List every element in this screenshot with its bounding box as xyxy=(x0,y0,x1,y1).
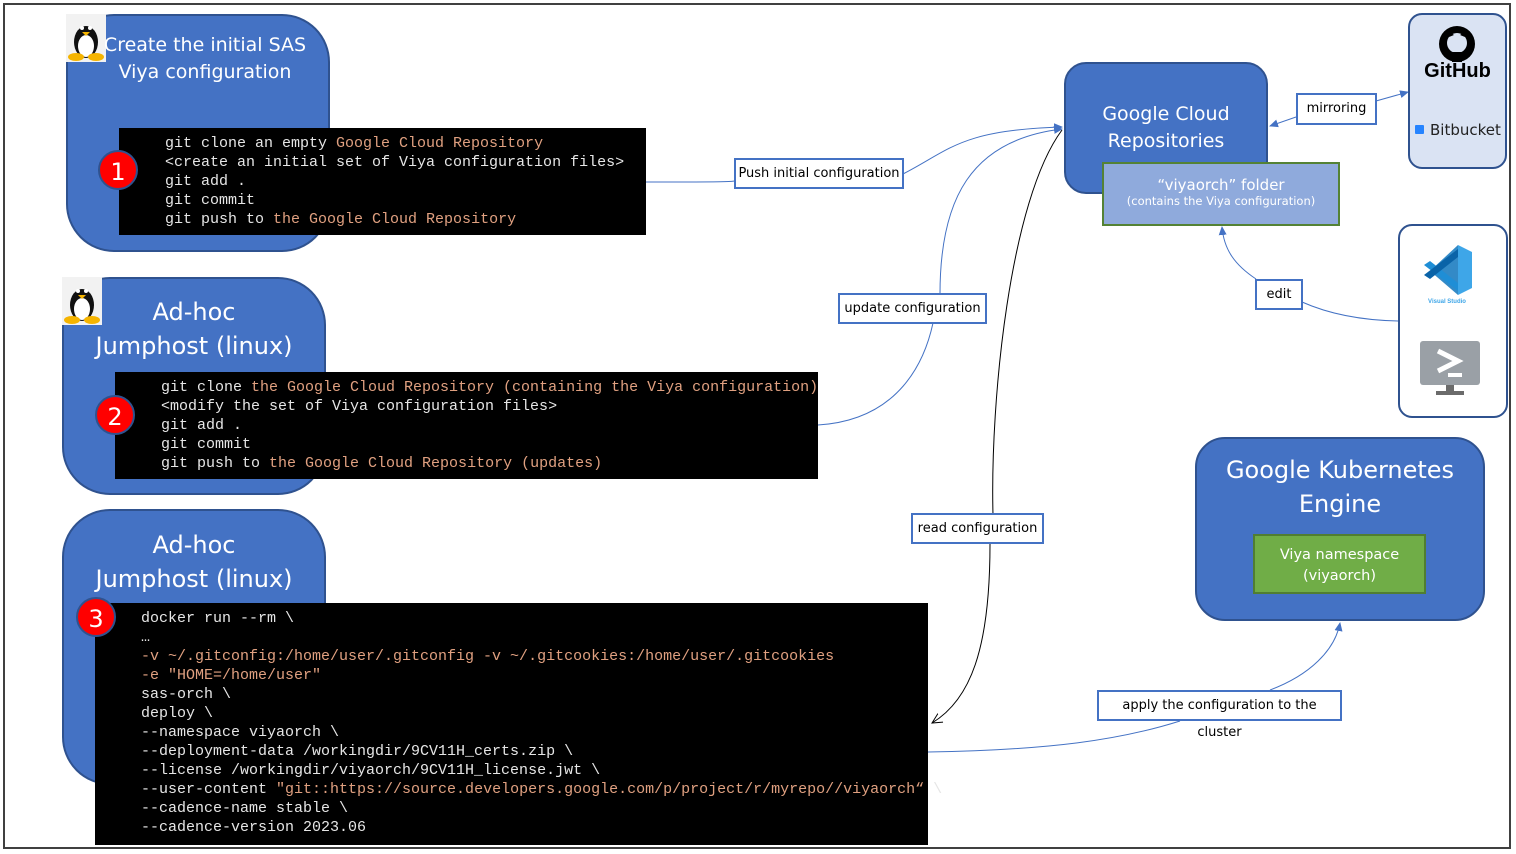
code-line: --namespace viyaorch \ xyxy=(141,723,928,742)
code-line: git clone the Google Cloud Repository (c… xyxy=(161,378,818,397)
code-line: git push to the Google Cloud Repository xyxy=(165,210,646,229)
step1-title-line2: Viya configuration xyxy=(118,61,292,83)
code-line: git add . xyxy=(161,416,818,435)
namespace-line2: (viyaorch) xyxy=(1302,568,1377,584)
code-text: git add . xyxy=(161,417,243,434)
folder-subtitle: (contains the Viya configuration) xyxy=(1126,194,1316,208)
code-line: git commit xyxy=(165,191,646,210)
code-highlight: -e "HOME=/home/user" xyxy=(141,667,322,684)
namespace-line1: Viya namespace xyxy=(1279,547,1400,563)
code-line: -e "HOME=/home/user" xyxy=(141,666,928,685)
gke-title-line1: Google Kubernetes xyxy=(1225,456,1455,484)
code-text: git commit xyxy=(165,192,256,209)
viya-namespace-box: Viya namespace (viyaorch) xyxy=(1253,534,1426,594)
linux-tux-icon xyxy=(62,277,102,325)
step2-code-block: git clone the Google Cloud Repository (c… xyxy=(115,372,818,479)
code-highlight: the Google Cloud Repository (containing … xyxy=(251,379,819,396)
code-line: -v ~/.gitconfig:/home/user/.gitconfig -v… xyxy=(141,647,928,666)
repo-title-line1: Google Cloud xyxy=(1102,103,1230,125)
code-line: --cadence-version 2023.06 xyxy=(141,818,928,837)
code-line: git add . xyxy=(165,172,646,191)
code-text: docker run --rm \ xyxy=(141,610,295,627)
folder-title: “viyaorch” folder xyxy=(1157,176,1285,194)
gke-title: Google Kubernetes Engine xyxy=(1195,453,1485,521)
step1-title-line1: Create the initial SAS xyxy=(103,34,307,56)
step2-title-line1: Ad-hoc xyxy=(152,298,236,326)
code-text: git push to xyxy=(161,455,270,472)
code-text: git push to xyxy=(165,211,274,228)
github-label: GitHub xyxy=(1424,60,1491,82)
edit-label: edit xyxy=(1255,279,1303,310)
code-text: --namespace viyaorch \ xyxy=(141,724,340,741)
code-text: <create an initial set of Viya configura… xyxy=(165,154,625,171)
viyaorch-folder-box: “viyaorch” folder (contains the Viya con… xyxy=(1102,162,1340,226)
diagram-frame xyxy=(3,3,1511,849)
code-line: deploy \ xyxy=(141,704,928,723)
update-configuration-label: update configuration xyxy=(838,293,987,324)
code-line: <create an initial set of Viya configura… xyxy=(165,153,646,172)
code-line: --license /workingdir/viyaorch/9CV11H_li… xyxy=(141,761,928,780)
code-text: \ xyxy=(924,781,943,798)
code-line: --cadence-name stable \ xyxy=(141,799,928,818)
step1-code-block: git clone an empty Google Cloud Reposito… xyxy=(119,128,646,235)
code-line: <modify the set of Viya configuration fi… xyxy=(161,397,818,416)
mirroring-label: mirroring xyxy=(1296,93,1377,125)
step3-badge: 3 xyxy=(76,597,116,637)
linux-tux-icon xyxy=(66,14,106,62)
read-configuration-label: read configuration xyxy=(911,513,1044,544)
bitbucket-icon xyxy=(1415,125,1424,134)
code-line: sas-orch \ xyxy=(141,685,928,704)
step1-title: Create the initial SAS Viya configuratio… xyxy=(100,32,310,86)
code-text: --deployment-data /workingdir/9CV11H_cer… xyxy=(141,743,574,760)
code-line: git clone an empty Google Cloud Reposito… xyxy=(165,134,646,153)
repo-title-line2: Repositories xyxy=(1107,130,1225,152)
code-text: git clone xyxy=(161,379,252,396)
code-line: --user-content "git::https://source.deve… xyxy=(141,780,942,799)
code-text: … xyxy=(141,629,151,646)
code-line: git commit xyxy=(161,435,818,454)
code-line: git push to the Google Cloud Repository … xyxy=(161,454,818,473)
code-line: docker run --rm \ xyxy=(141,609,928,628)
step1-badge: 1 xyxy=(98,150,138,190)
gke-title-line2: Engine xyxy=(1298,490,1382,518)
code-highlight: -v ~/.gitconfig:/home/user/.gitconfig -v… xyxy=(141,648,835,665)
code-text: git add . xyxy=(165,173,247,190)
push-initial-label: Push initial configuration xyxy=(734,158,904,189)
code-text: deploy \ xyxy=(141,705,214,722)
bitbucket-label: Bitbucket xyxy=(1430,121,1501,139)
code-text: --cadence-name stable \ xyxy=(141,800,349,817)
code-highlight: "git::https://source.developers.google.c… xyxy=(276,781,925,798)
terminal-icon xyxy=(1420,341,1480,402)
github-octocat-icon xyxy=(1437,24,1477,69)
vscode-icon xyxy=(1424,245,1472,300)
apply-configuration-label: apply the configuration to the cluster xyxy=(1097,690,1342,740)
vscode-label: Visual Studio xyxy=(1428,299,1466,305)
code-text: git clone an empty xyxy=(165,135,337,152)
code-text: git commit xyxy=(161,436,252,453)
code-text: --cadence-version 2023.06 xyxy=(141,819,367,836)
step2-title: Ad-hoc Jumphost (linux) xyxy=(80,295,308,363)
step3-title: Ad-hoc Jumphost (linux) xyxy=(80,528,308,596)
step2-badge: 2 xyxy=(95,395,135,435)
step3-code-block: docker run --rm \ … -v ~/.gitconfig:/home/… xyxy=(95,603,942,845)
code-line: … xyxy=(141,628,928,647)
code-highlight: the Google Cloud Repository xyxy=(273,211,517,228)
code-text: --user-content xyxy=(141,781,277,798)
step3-title-line2: Jumphost (linux) xyxy=(95,565,293,593)
code-highlight: the Google Cloud Repository (updates) xyxy=(269,455,603,472)
code-line: --deployment-data /workingdir/9CV11H_cer… xyxy=(141,742,928,761)
step3-title-line1: Ad-hoc xyxy=(152,531,236,559)
code-text: sas-orch \ xyxy=(141,686,232,703)
code-text: <modify the set of Viya configuration fi… xyxy=(161,398,558,415)
step2-title-line2: Jumphost (linux) xyxy=(95,332,293,360)
code-highlight: Google Cloud Repository xyxy=(336,135,544,152)
repo-title: Google Cloud Repositories xyxy=(1064,101,1268,155)
code-text: --license /workingdir/viyaorch/9CV11H_li… xyxy=(141,762,601,779)
